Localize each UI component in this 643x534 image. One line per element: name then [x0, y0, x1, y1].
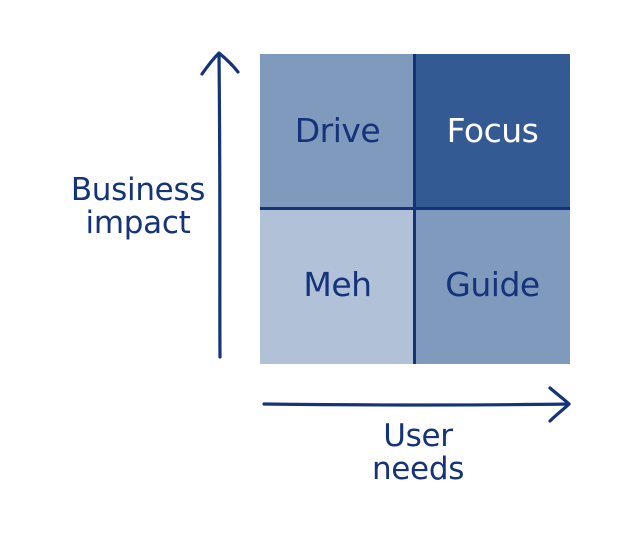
y-axis-label-line1: Business: [70, 172, 206, 208]
quadrant-guide: Guide: [415, 209, 570, 364]
quadrant-drive-label: Drive: [294, 111, 381, 150]
y-axis-arrow: [200, 51, 240, 359]
x-axis-label-line2: needs: [371, 451, 465, 487]
quadrant-matrix: Drive Focus Meh Guide: [260, 54, 570, 364]
quadrant-focus-label: Focus: [446, 111, 539, 150]
x-axis-arrowhead: [548, 386, 571, 423]
x-axis-line: [262, 402, 571, 407]
y-axis-arrowhead: [200, 51, 240, 76]
x-axis-label: User needs: [338, 420, 498, 486]
quadrant-meh-label: Meh: [303, 264, 372, 304]
y-axis-label-line2: impact: [85, 205, 191, 241]
x-axis-arrow: [262, 386, 571, 423]
quadrant-drive: Drive: [260, 54, 415, 209]
y-axis-label: Business impact: [58, 174, 218, 240]
quadrant-meh: Meh: [260, 209, 415, 364]
x-axis-label-line1: User: [383, 418, 453, 454]
y-axis-line: [217, 52, 222, 359]
quadrant-guide-label: Guide: [445, 264, 540, 304]
quadrant-focus: Focus: [415, 54, 570, 209]
horizontal-divider: [260, 207, 570, 210]
